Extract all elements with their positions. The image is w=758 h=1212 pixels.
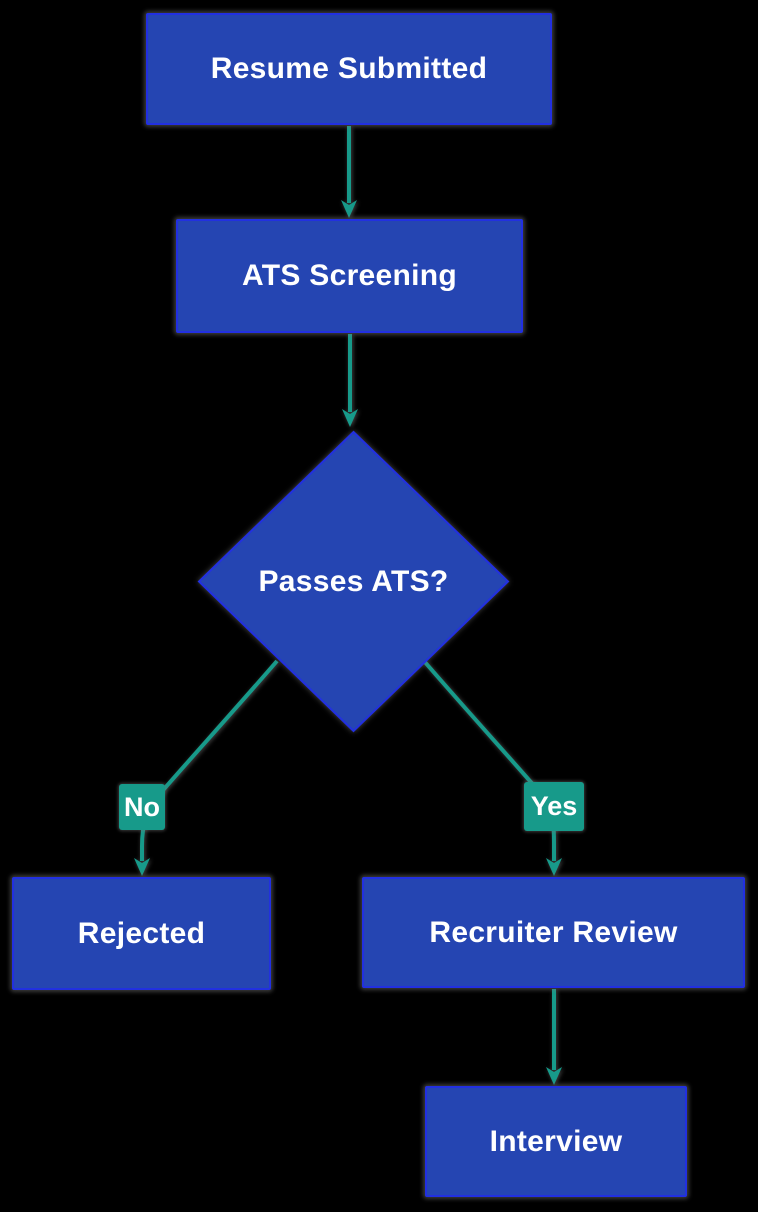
node-rejected-label: Rejected [77,916,206,950]
diamond-shape [197,430,510,733]
node-rejected: Rejected [12,877,271,990]
node-resume-submitted-label: Resume Submitted [210,52,488,85]
node-ats-screening-label: ATS Screening [241,259,458,292]
decision-passes-ats-label: Passes ATS? [258,564,449,598]
node-recruiter-review-label: Recruiter Review [429,915,678,949]
decision-passes-ats: Passes ATS? [197,430,510,733]
node-resume-submitted: Resume Submitted [146,13,552,125]
node-interview-label: Interview [489,1124,623,1158]
node-interview: Interview [425,1086,687,1197]
edge-label-yes: Yes [524,782,584,831]
edge-label-no: No [119,784,165,830]
node-ats-screening: ATS Screening [176,219,523,333]
node-recruiter-review: Recruiter Review [362,877,745,988]
